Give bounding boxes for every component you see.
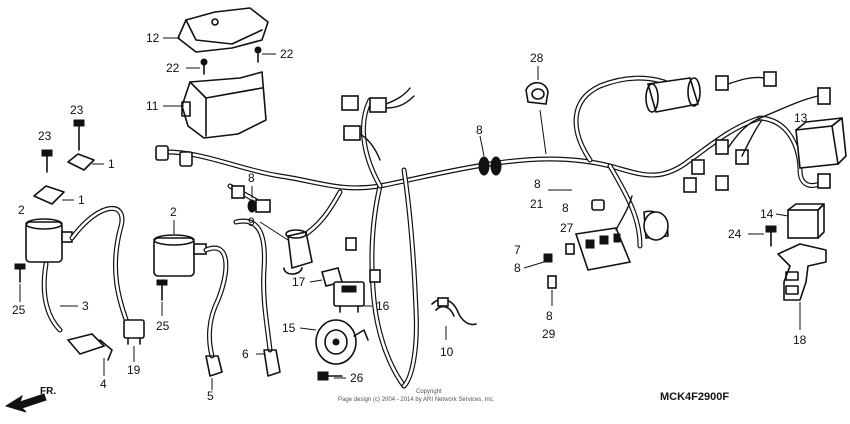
part-12-cover[interactable] (177, 7, 269, 53)
copyright-line-2: Page design (c) 2004 - 2014 by ARI Netwo… (338, 397, 495, 403)
harness-connector-right-bulb[interactable] (643, 210, 669, 241)
part-13-relay-box[interactable] (795, 117, 847, 169)
callout-22-right[interactable]: 22 (280, 47, 294, 61)
part-22-bolt-right[interactable] (254, 46, 262, 63)
callout-2-center[interactable]: 2 (170, 205, 177, 219)
callout-3[interactable]: 3 (82, 299, 89, 313)
part-25-bolt-center[interactable] (156, 279, 168, 301)
part-6-high-tension-lead[interactable] (233, 218, 281, 377)
callout-5[interactable]: 5 (207, 389, 214, 403)
callout-6[interactable]: 6 (242, 347, 249, 361)
part-4-plug-cap[interactable] (66, 333, 113, 361)
callout-8-c[interactable]: 8 (534, 177, 541, 191)
copyright-line-1: Copyright (416, 389, 442, 395)
diagram-code: MCK4F2900F (660, 391, 729, 403)
part-29-terminal[interactable] (547, 275, 557, 289)
callout-24[interactable]: 24 (728, 227, 742, 241)
callout-4[interactable]: 4 (100, 377, 107, 391)
part-27-small-connector[interactable] (565, 243, 575, 255)
callout-18[interactable]: 18 (793, 333, 807, 347)
callout-23-upper[interactable]: 23 (70, 103, 84, 117)
callout-1-upper[interactable]: 1 (108, 157, 115, 171)
part-7-terminal[interactable] (543, 253, 553, 263)
callout-8-e[interactable]: 8 (514, 261, 521, 275)
callout-1-lower[interactable]: 1 (78, 193, 85, 207)
callout-19[interactable]: 19 (127, 363, 141, 377)
callout-22-left[interactable]: 22 (166, 61, 180, 75)
part-16-relay[interactable] (333, 281, 365, 313)
callout-7[interactable]: 7 (514, 243, 521, 257)
callout-12[interactable]: 12 (146, 31, 160, 45)
part-9-sleeve[interactable] (283, 229, 313, 275)
callout-9[interactable]: 9 (248, 215, 255, 229)
part-19-relay[interactable] (123, 319, 145, 345)
callout-8-a[interactable]: 8 (476, 123, 483, 137)
callout-25-left[interactable]: 25 (12, 303, 26, 317)
callout-14[interactable]: 14 (760, 207, 774, 221)
part-1-clamp-lower[interactable] (33, 185, 65, 205)
harness-connector-lower-center[interactable] (231, 185, 381, 283)
callout-8-d[interactable]: 8 (562, 201, 569, 215)
callout-8-f[interactable]: 8 (546, 309, 553, 323)
part-25-bolt-left[interactable] (14, 263, 26, 283)
part-11-case[interactable] (181, 71, 267, 139)
part-2-ignition-coil-center[interactable] (153, 234, 207, 277)
callout-28[interactable]: 28 (530, 51, 544, 65)
part-22-bolt-left[interactable] (200, 58, 208, 75)
callout-21[interactable]: 21 (530, 197, 544, 211)
part-18-bracket[interactable] (777, 243, 827, 301)
part-3-high-tension-lead[interactable] (41, 205, 133, 333)
harness-connector-left[interactable] (155, 145, 193, 167)
part-27-connector-block[interactable] (574, 195, 633, 271)
part-24-bolt[interactable] (765, 225, 777, 247)
part-1-clamp-upper[interactable] (67, 153, 95, 171)
callout-23-lower[interactable]: 23 (38, 129, 52, 143)
callout-29[interactable]: 29 (542, 327, 556, 341)
part-2-ignition-coil-left[interactable] (25, 218, 73, 263)
callout-13[interactable]: 13 (794, 111, 808, 125)
callout-16[interactable]: 16 (376, 299, 390, 313)
direction-label: FR. (40, 386, 56, 397)
part-15-horn[interactable] (315, 319, 369, 365)
part-10-band[interactable] (431, 297, 477, 326)
callout-11[interactable]: 11 (146, 99, 159, 113)
callout-25-center[interactable]: 25 (156, 319, 170, 333)
callout-8-b[interactable]: 8 (248, 171, 255, 185)
callout-2-left[interactable]: 2 (18, 203, 25, 217)
part-14-relay[interactable] (787, 203, 825, 239)
part-23-bolt-lower[interactable] (41, 149, 53, 173)
part-8-grommet-b[interactable] (247, 199, 257, 213)
harness-connector-upper-center[interactable] (341, 87, 415, 161)
callout-27[interactable]: 27 (560, 221, 574, 235)
part-26-bolt[interactable] (317, 371, 343, 381)
part-8-grommet-a[interactable] (478, 156, 502, 176)
front-direction-arrow: FR. (4, 386, 56, 413)
part-5-high-tension-lead[interactable] (203, 245, 229, 377)
callout-10[interactable]: 10 (440, 345, 454, 359)
callout-15[interactable]: 15 (282, 321, 296, 335)
part-28-clamp[interactable] (525, 81, 549, 105)
part-8-grommet-c[interactable] (591, 199, 605, 211)
harness-connector-upper-right[interactable] (645, 71, 831, 193)
part-23-bolt-upper[interactable] (73, 119, 85, 151)
callout-26[interactable]: 26 (350, 371, 364, 385)
callout-17[interactable]: 17 (292, 275, 306, 289)
